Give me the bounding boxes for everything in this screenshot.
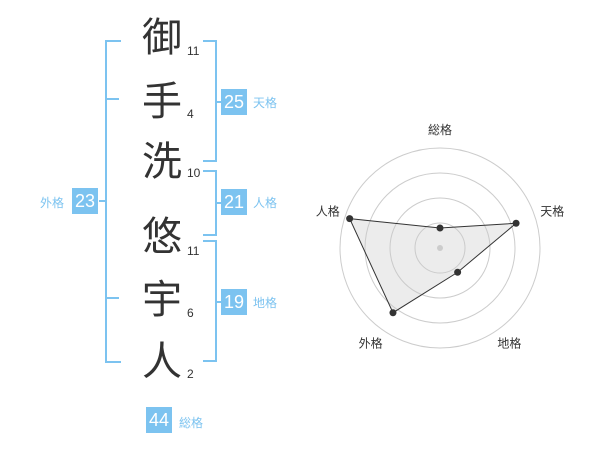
radar-point-4 — [389, 309, 397, 317]
gaikaku-value-badge: 23 — [72, 188, 98, 214]
gaikaku-bracket-tick — [107, 297, 119, 299]
chikaku-label: 地格 — [253, 296, 278, 310]
radar-point-2 — [512, 219, 520, 227]
radar-axis-label: 地格 — [497, 335, 521, 350]
radar-axis-label: 人格 — [316, 204, 340, 219]
radar-point-1 — [436, 224, 444, 232]
chikaku-bracket-stub — [215, 301, 223, 303]
gaikaku-bracket-stub — [99, 200, 107, 202]
chikaku-value-badge: 19 — [221, 289, 247, 315]
stroke-count-2: 4 — [187, 107, 194, 121]
name-char-2: 手 — [142, 79, 182, 125]
tenkaku-bracket-stub — [215, 101, 223, 103]
radar-ring — [414, 222, 466, 274]
name-char-6: 人 — [142, 339, 182, 385]
stroke-count-4: 11 — [187, 244, 200, 258]
jinkaku-bracket-stub — [215, 202, 223, 204]
radar-axis-label: 天格 — [540, 204, 564, 219]
radar-series-area — [348, 218, 518, 314]
radar-point-3 — [454, 268, 462, 276]
stroke-count-3: 10 — [187, 166, 201, 180]
gaikaku-label: 外格 — [40, 196, 65, 210]
tenkaku-value-badge: 25 — [221, 89, 247, 115]
jinkaku-value-badge: 21 — [221, 189, 247, 215]
gaikaku-bracket-tick — [107, 98, 119, 100]
stroke-count-1: 11 — [187, 44, 200, 58]
radar-ring — [389, 197, 491, 299]
name-char-1: 御 — [142, 15, 182, 61]
radar-center-dot — [437, 245, 443, 251]
stroke-count-5: 6 — [187, 306, 194, 320]
name-char-3: 洗 — [142, 139, 182, 185]
soukaku-value-badge: 44 — [146, 407, 172, 433]
tenkaku-label: 天格 — [253, 96, 278, 110]
soukaku-label: 総格 — [179, 416, 204, 430]
radar-axis-label: 総格 — [428, 122, 452, 137]
jinkaku-label: 人格 — [253, 196, 278, 210]
name-char-5: 宇 — [142, 277, 182, 323]
radar-axis-label: 外格 — [359, 335, 383, 350]
stroke-count-6: 2 — [187, 367, 194, 381]
radar-point-5 — [346, 215, 354, 223]
radar-ring — [364, 172, 516, 324]
name-char-4: 悠 — [142, 214, 182, 260]
